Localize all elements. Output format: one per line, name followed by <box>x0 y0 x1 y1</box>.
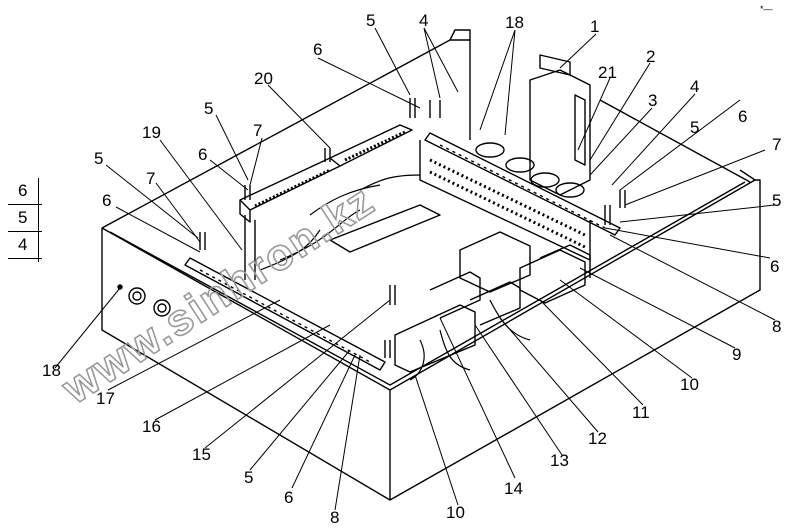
legend-item: 5 <box>8 205 42 232</box>
callout-7: 7 <box>146 169 155 188</box>
callout-20: 20 <box>254 69 273 88</box>
component-1-module <box>529 54 591 196</box>
part-legend: 6 5 4 <box>8 178 42 262</box>
callout-19: 19 <box>142 123 161 142</box>
corner-mark: *— <box>760 4 773 14</box>
rear-terminal-matrix <box>419 140 591 261</box>
callout-8: 8 <box>772 317 781 336</box>
callout-4: 4 <box>690 77 699 96</box>
callout-13: 13 <box>550 451 569 470</box>
callout-18: 18 <box>42 361 61 380</box>
callout-numbers: 1 2 3 4 4 5 5 5 5 5 5 6 6 6 6 6 6 7 7 7 … <box>42 11 781 527</box>
callout-17: 17 <box>96 389 115 408</box>
cable-loops <box>475 142 585 198</box>
relay-group <box>329 204 591 304</box>
callout-1: 1 <box>590 17 599 36</box>
callout-3: 3 <box>648 91 657 110</box>
callout-5: 5 <box>690 118 699 137</box>
callout-6: 6 <box>313 40 322 59</box>
callout-6: 6 <box>102 191 111 210</box>
cable-gland-holes <box>117 284 171 317</box>
legend-item: 4 <box>8 232 42 259</box>
callout-6: 6 <box>738 107 747 126</box>
callout-10: 10 <box>680 375 699 394</box>
callout-7: 7 <box>772 135 781 154</box>
terminal-block-20 <box>239 124 413 280</box>
callout-7: 7 <box>253 121 262 140</box>
legend-item: 6 <box>8 178 42 205</box>
callout-15: 15 <box>192 445 211 464</box>
callout-6: 6 <box>284 488 293 507</box>
din-rail-rear <box>424 132 621 236</box>
callout-6: 6 <box>770 257 779 276</box>
callout-11: 11 <box>632 403 650 422</box>
callout-10: 10 <box>446 503 465 522</box>
callout-8: 8 <box>330 508 339 527</box>
callout-9: 9 <box>732 345 741 364</box>
callout-14: 14 <box>504 479 523 498</box>
callout-2: 2 <box>646 47 655 66</box>
callout-18: 18 <box>505 13 524 32</box>
callout-21: 21 <box>598 63 617 82</box>
cabinet-box <box>101 29 761 501</box>
callout-5: 5 <box>772 191 781 210</box>
leader-lines <box>54 27 776 511</box>
callout-5: 5 <box>366 11 375 30</box>
callout-12: 12 <box>588 429 607 448</box>
callout-5: 5 <box>244 468 253 487</box>
callout-5: 5 <box>204 99 213 118</box>
callout-16: 16 <box>142 417 161 436</box>
callout-4: 4 <box>419 11 428 30</box>
bolts <box>199 98 626 358</box>
legend-divider <box>38 178 39 262</box>
callout-6: 6 <box>198 145 207 164</box>
din-rail-front <box>184 257 386 371</box>
contactor-row <box>394 271 521 373</box>
callout-5: 5 <box>94 149 103 168</box>
